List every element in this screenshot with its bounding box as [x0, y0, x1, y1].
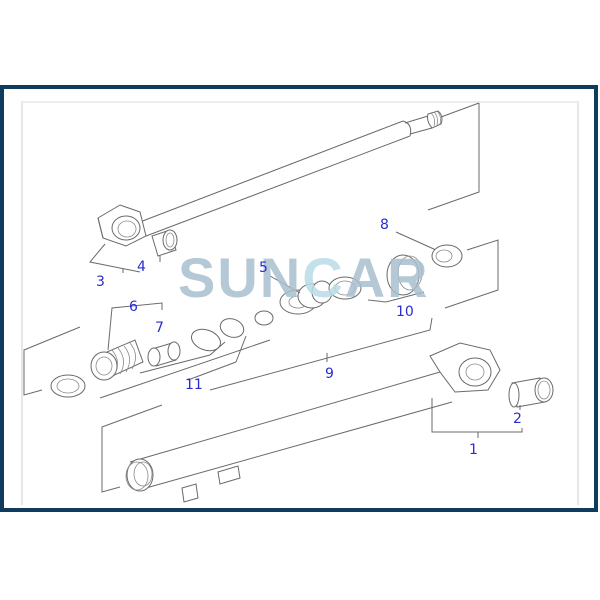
part-o-ring-1 — [190, 328, 222, 352]
label-3: 3 — [96, 274, 105, 290]
label-7: 7 — [155, 320, 164, 336]
watermark: SUNCAR — [178, 250, 430, 306]
bracket-tube — [101, 404, 163, 493]
label-6: 6 — [129, 299, 138, 315]
leader-3 — [89, 243, 141, 273]
bracket-piston — [23, 326, 81, 396]
diagram-inner-border — [21, 101, 579, 505]
leader-11 — [99, 335, 271, 399]
part-5-seal-assembly — [269, 275, 333, 315]
label-8: 8 — [380, 217, 389, 233]
watermark-text-c: C — [302, 246, 345, 309]
part-seal-ring — [328, 276, 362, 300]
part-o-ring-2 — [219, 318, 245, 338]
part-2-bushing — [508, 377, 554, 410]
part-6-piston — [90, 302, 163, 381]
part-8-nut — [395, 231, 499, 309]
label-11: 11 — [185, 377, 203, 393]
label-9: 9 — [325, 366, 334, 382]
piston-rod — [97, 102, 480, 247]
part-seal-left — [50, 374, 86, 398]
label-5: 5 — [259, 260, 268, 276]
label-10: 10 — [396, 304, 414, 320]
part-o-ring-3 — [254, 310, 274, 326]
part-7-bushing — [147, 341, 181, 367]
watermark-text-sun: SUN — [178, 246, 303, 309]
part-1-cylinder-tube — [125, 342, 501, 503]
part-10-ring — [367, 254, 425, 303]
label-1: 1 — [469, 442, 478, 458]
leader-1 — [431, 398, 523, 438]
watermark-text-ar: AR — [344, 246, 430, 309]
label-2: 2 — [513, 411, 522, 427]
bracket-rod — [427, 103, 480, 211]
label-4: 4 — [137, 259, 146, 275]
leader-9 — [209, 317, 433, 391]
part-4-bushing — [151, 229, 178, 262]
